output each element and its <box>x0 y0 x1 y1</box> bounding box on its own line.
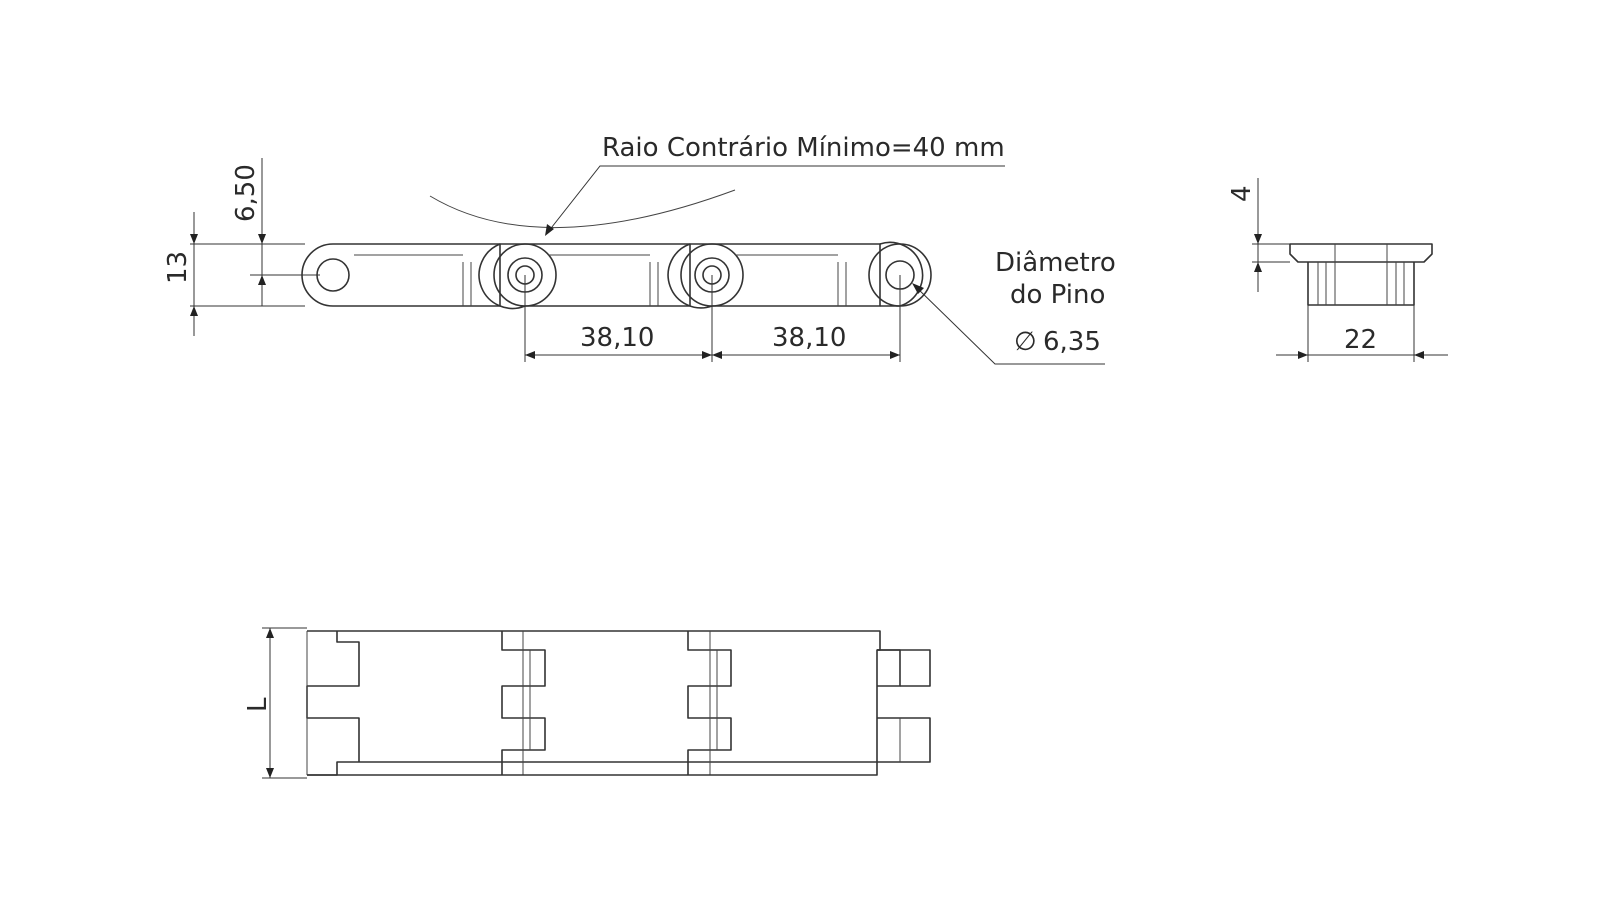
side-top-dim: 4 <box>1227 185 1257 202</box>
min-radius-arc <box>429 189 736 229</box>
end-view: 4 22 <box>1227 178 1448 362</box>
chain-link-1 <box>301 243 501 307</box>
total-height-dim: 13 <box>163 251 193 284</box>
plan-width-dim: L <box>243 697 273 712</box>
pin-diameter-label-1: Diâmetro <box>995 248 1116 278</box>
chain-link-2 <box>478 243 691 310</box>
pitch-dim-2: 38,10 <box>772 323 846 353</box>
side-width-dim: 22 <box>1344 325 1377 355</box>
min-radius-label: Raio Contrário Mínimo=40 mm <box>602 133 1005 163</box>
upper-height-dim: 6,50 <box>231 164 261 222</box>
plan-view: L <box>243 627 931 779</box>
pin-diameter-value: 6,35 <box>1043 327 1101 357</box>
pitch-dim-1: 38,10 <box>580 323 654 353</box>
diameter-symbol: ∅ <box>1014 327 1037 357</box>
chain-link-3 <box>667 243 881 309</box>
side-view: Raio Contrário Mínimo=40 mm Diâmetro do … <box>163 133 1116 365</box>
pin-diameter-label-2: do Pino <box>1010 280 1105 310</box>
